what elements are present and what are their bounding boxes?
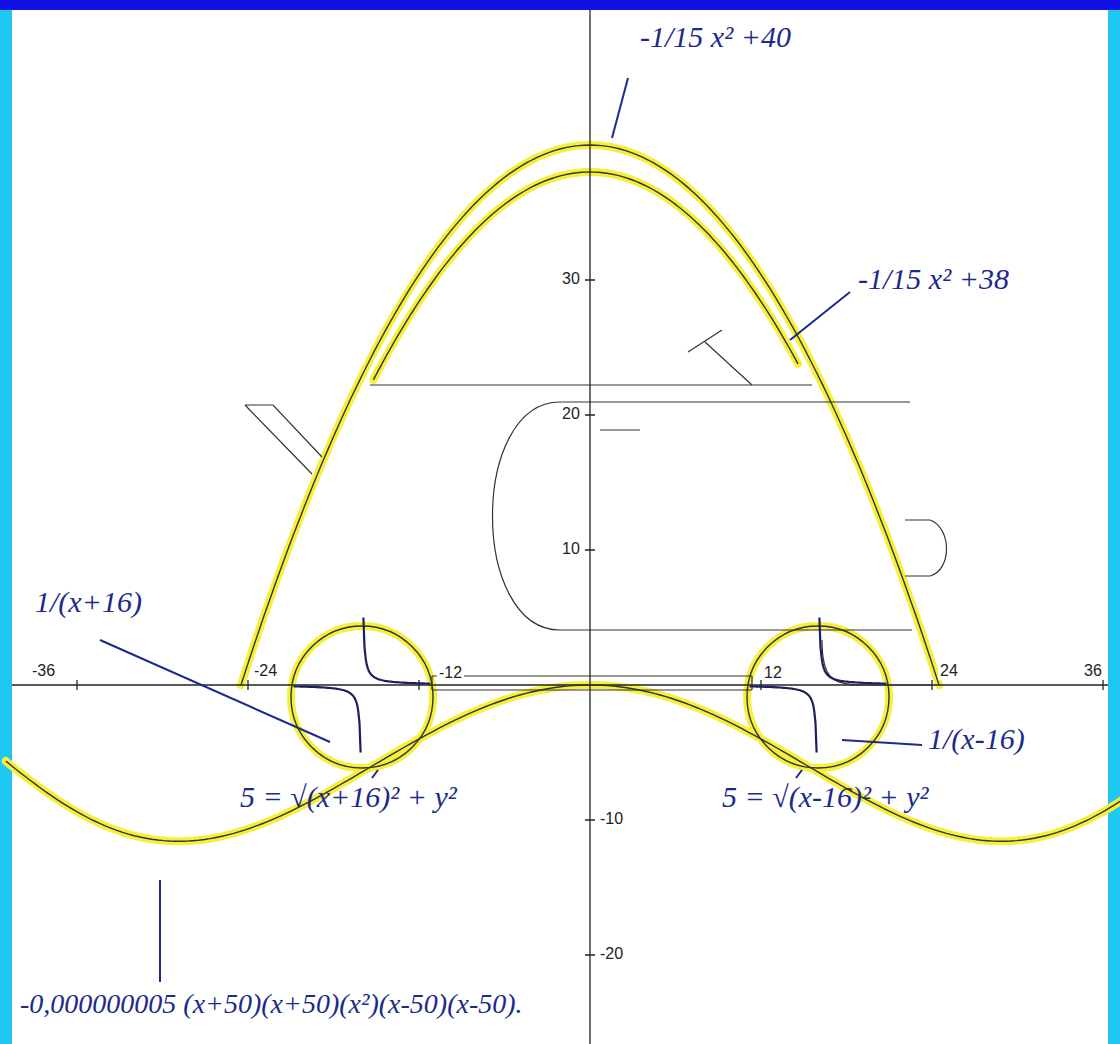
polynomial-curve [6,685,1120,841]
wiper [688,330,752,385]
top-bar [0,0,1120,10]
mirror [245,405,322,474]
door-handle [905,520,947,576]
highlight [6,145,1120,841]
wheel-circle [747,626,889,768]
highlight-curve [373,172,798,380]
axis-number: -36 [30,662,57,680]
axis-number: -20 [598,945,625,963]
leader-line [842,740,922,745]
leader-line [612,78,628,138]
wheel-circle [291,626,433,768]
parabola [373,172,798,380]
roof-line [370,384,812,385]
formula-label: -0,000000005 (x+50)(x+50)(x²)(x-50)(x-50… [20,988,523,1020]
formula-label: 5 = √(x-16)² + y² [722,780,929,814]
hyperbolas [294,618,887,753]
axis-number: 20 [560,405,582,423]
paper [12,10,1108,1044]
highlight-circle [291,626,433,768]
parabola [241,145,939,685]
axis-number: -12 [437,664,464,682]
highlight-curve [6,685,1120,841]
leader-line [100,640,330,742]
axis-number: -10 [598,810,625,828]
axis-number: 36 [1082,662,1104,680]
axis-number: 10 [560,540,582,558]
wheel-arch [822,640,932,685]
highlight-circle [747,626,889,768]
x-axis [12,684,1108,685]
leader-line [790,292,850,340]
hyperbola [294,618,431,753]
car-details [245,330,947,690]
formula-label: -1/15 x² +40 [640,20,791,54]
y-axis [589,10,590,1044]
axis-number: 24 [938,662,960,680]
axis-ticks [77,280,1103,955]
leader-line [372,770,378,778]
leader-line [159,880,161,982]
formula-label: -1/15 x² +38 [858,262,1009,296]
leader-lines [100,78,922,982]
formula-label: 1/(x-16) [928,722,1025,756]
formula-label: 5 = √(x+16)² + y² [240,780,457,814]
leader-line [796,770,802,778]
graph-lines [6,145,1120,841]
hyperbola [750,618,887,753]
window-outline [493,402,913,630]
axes [12,10,1108,1044]
dash [600,429,640,430]
axis-number: -24 [252,662,279,680]
formula-label: 1/(x+16) [35,585,142,619]
running-board [432,676,752,690]
axis-number: 12 [762,664,784,682]
axis-number: 30 [560,270,582,288]
